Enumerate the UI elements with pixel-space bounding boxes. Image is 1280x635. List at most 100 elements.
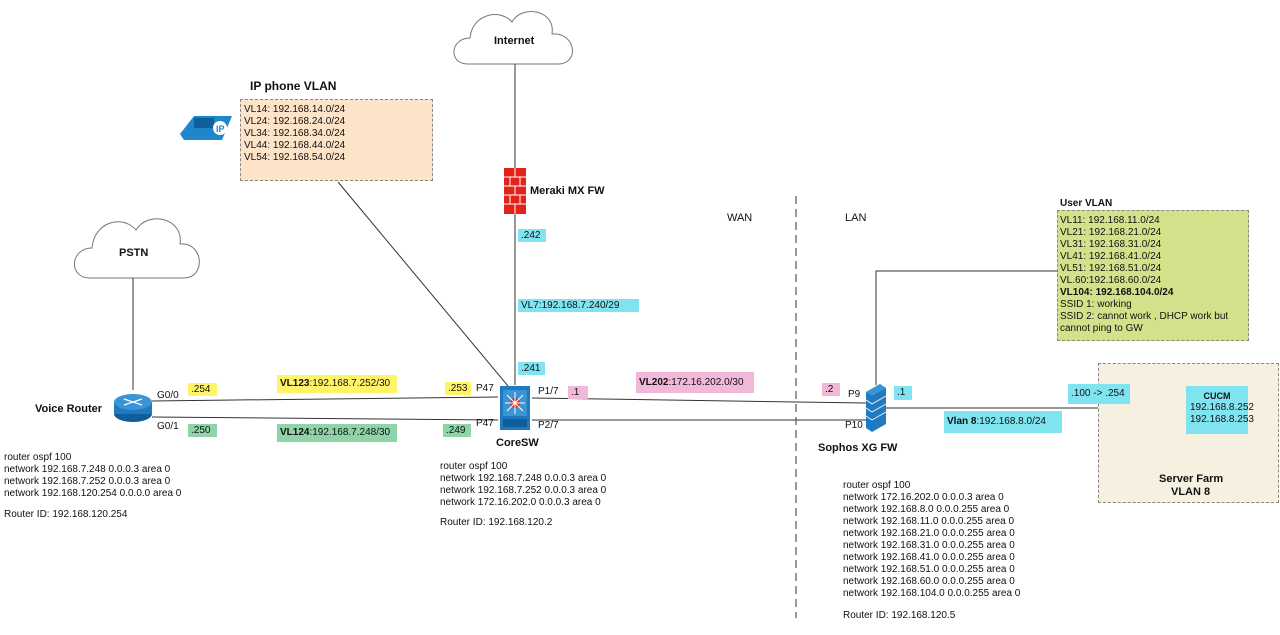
- config-line: router ospf 100: [843, 480, 911, 491]
- config-line: network 172.16.202.0 0.0.0.3 area 0: [440, 497, 601, 508]
- port-label: P2/7: [538, 420, 559, 431]
- vl124-tag: VL124:192.168.7.248/30: [277, 424, 397, 442]
- port-label: P10: [845, 420, 863, 431]
- server-farm-title: Server Farm: [1159, 473, 1224, 485]
- ssid-line: cannot ping to GW: [1060, 323, 1143, 334]
- vlan-line-bold: VL104: 192.168.104.0/24: [1060, 287, 1174, 298]
- vlan-line: VL21: 192.168.21.0/24: [1060, 227, 1162, 238]
- config-line: network 172.16.202.0 0.0.0.3 area 0: [843, 492, 1004, 503]
- vlan-subnet: :192.168.7.248/30: [309, 427, 391, 438]
- vlan-line: VL54: 192.168.54.0/24: [244, 152, 346, 163]
- internet-label: Internet: [494, 35, 535, 47]
- port-label: P47: [476, 418, 494, 429]
- config-line: network 192.168.7.252 0.0.0.3 area 0: [4, 476, 171, 487]
- vlan-line: VL24: 192.168.24.0/24: [244, 116, 346, 127]
- cucm-ip: 192.168.8.253: [1190, 414, 1254, 425]
- config-line: network 192.168.104.0 0.0.0.255 area 0: [843, 588, 1021, 599]
- vlan-subnet: :172.16.202.0/30: [668, 377, 744, 388]
- config-line: network 192.168.60.0 0.0.0.255 area 0: [843, 576, 1015, 587]
- vlan8-tag: Vlan 8:192.168.8.0/24: [944, 411, 1062, 433]
- internet-cloud-icon: [453, 11, 573, 65]
- phone-core-link: [337, 181, 509, 387]
- ssid-line: SSID 2: cannot work , DHCP work but: [1060, 311, 1229, 322]
- vl123-link: [151, 396, 499, 402]
- core-switch-config: router ospf 100 network 192.168.7.248 0.…: [440, 461, 606, 529]
- config-line: network 192.168.41.0 0.0.0.255 area 0: [843, 552, 1015, 563]
- vlan-line: VL31: 192.168.31.0/24: [1060, 239, 1162, 250]
- cucm-box: CUCM 192.168.8.252 192.168.8.253: [1186, 386, 1254, 434]
- ip-phone-icon: IP: [180, 116, 232, 140]
- vlan-line: VL.60:192.168.60.0/24: [1060, 275, 1162, 286]
- port-label: P1/7: [538, 386, 559, 397]
- ssid-line: SSID 1: working: [1060, 299, 1132, 310]
- user-vlan-link: [875, 270, 1058, 385]
- core-switch-label: CoreSW: [496, 437, 539, 449]
- ip-tag: .253: [445, 382, 471, 395]
- config-line: network 192.168.21.0 0.0.0.255 area 0: [843, 528, 1015, 539]
- vlan-id: Vlan 8: [947, 416, 977, 427]
- ip-range-tag: .100 -> .254: [1068, 384, 1130, 404]
- ip-tag: .1: [894, 386, 912, 400]
- vlan-subnet: :192.168.8.0/24: [976, 416, 1046, 427]
- ip-tag: .250: [188, 424, 217, 437]
- switch-icon: [500, 386, 530, 430]
- voice-router-label: Voice Router: [35, 403, 103, 415]
- pstn-label: PSTN: [119, 247, 149, 259]
- ip-tag: .241: [518, 362, 545, 375]
- user-vlan-list: VL11: 192.168.11.0/24 VL21: 192.168.21.0…: [1060, 215, 1228, 335]
- server-farm-vlan: VLAN 8: [1171, 486, 1211, 498]
- port-label: P9: [848, 389, 861, 400]
- config-line: network 192.168.8.0 0.0.0.255 area 0: [843, 504, 1010, 515]
- router-id: Router ID: 192.168.120.5: [843, 610, 956, 621]
- ip-tag: .242: [518, 229, 546, 242]
- pstn-cloud-icon: [74, 218, 200, 279]
- voice-router-config: router ospf 100 network 192.168.7.248 0.…: [4, 452, 181, 521]
- ip-tag: .254: [188, 383, 217, 396]
- ip-phone-vlan-title: IP phone VLAN: [250, 79, 337, 93]
- vlan-line: VL44: 192.168.44.0/24: [244, 140, 346, 151]
- config-line: router ospf 100: [4, 452, 72, 463]
- router-icon: [114, 394, 152, 422]
- firewall-icon: [504, 168, 526, 214]
- config-line: network 192.168.51.0 0.0.0.255 area 0: [843, 564, 1015, 575]
- sophos-firewall-icon: [865, 384, 887, 432]
- ip-tag: .249: [443, 424, 471, 437]
- user-vlan-box: VL11: 192.168.11.0/24 VL21: 192.168.21.0…: [1057, 210, 1249, 341]
- vl202-tag: VL202:172.16.202.0/30: [636, 372, 754, 393]
- vlan-id: VL202: [639, 377, 669, 388]
- vl123-tag: VL123:192.168.7.252/30: [277, 375, 397, 393]
- user-vlan-title: User VLAN: [1060, 198, 1113, 209]
- meraki-label: Meraki MX FW: [530, 185, 605, 197]
- vl7-tag: VL7:192.168.7.240/29: [518, 299, 639, 312]
- config-line: network 192.168.11.0 0.0.0.255 area 0: [843, 516, 1015, 527]
- vl124-link: [151, 416, 499, 421]
- lan-label: LAN: [845, 212, 867, 224]
- vlan-line: VL34: 192.168.34.0/24: [244, 128, 346, 139]
- router-id: Router ID: 192.168.120.2: [440, 517, 553, 528]
- sophos-label: Sophos XG FW: [818, 442, 898, 454]
- vlan-line: VL14: 192.168.14.0/24: [244, 104, 346, 115]
- config-line: router ospf 100: [440, 461, 508, 472]
- vlan-line: VL41: 192.168.41.0/24: [1060, 251, 1162, 262]
- vlan-subnet: :192.168.7.252/30: [309, 378, 391, 389]
- config-line: network 192.168.7.248 0.0.0.3 area 0: [440, 473, 607, 484]
- port-label: P47: [476, 383, 494, 394]
- ip-tag: .1: [568, 386, 588, 399]
- ip-tag: .2: [822, 383, 840, 396]
- ip-phone-vlan-box: VL14: 192.168.14.0/24 VL24: 192.168.24.0…: [240, 99, 433, 181]
- port-label: G0/0: [157, 390, 179, 401]
- vlan-id: VL123: [280, 378, 310, 389]
- config-line: network 192.168.7.252 0.0.0.3 area 0: [440, 485, 607, 496]
- ip-phone-vlan-list: VL14: 192.168.14.0/24 VL24: 192.168.24.0…: [244, 104, 345, 164]
- vlan-line: VL51: 192.168.51.0/24: [1060, 263, 1162, 274]
- config-line: network 192.168.31.0 0.0.0.255 area 0: [843, 540, 1015, 551]
- svg-text:IP: IP: [216, 124, 225, 134]
- wan-label: WAN: [727, 212, 753, 224]
- vlan-id: VL124: [280, 427, 310, 438]
- vlan-line: VL11: 192.168.11.0/24: [1060, 215, 1160, 226]
- cucm-title: CUCM: [1203, 391, 1231, 401]
- router-id: Router ID: 192.168.120.254: [4, 509, 128, 520]
- cucm-ip: 192.168.8.252: [1190, 402, 1254, 413]
